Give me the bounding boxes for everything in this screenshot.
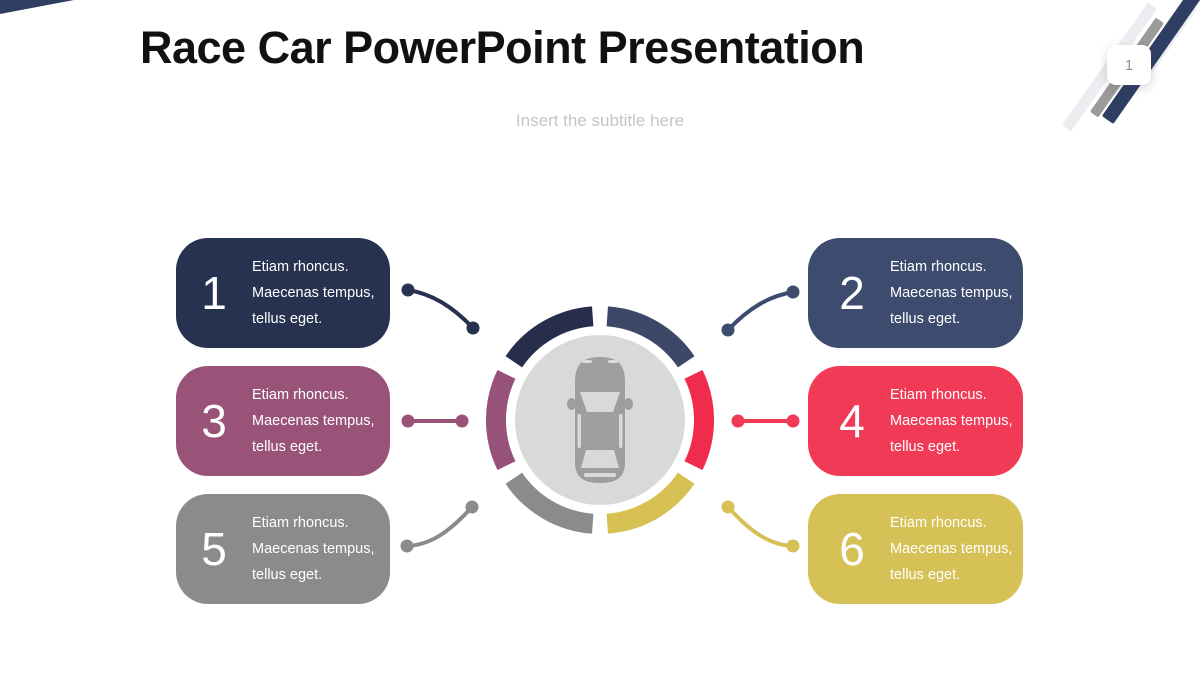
card-text: Etiam rhoncus.Maecenas tempus,tellus ege… xyxy=(252,387,375,455)
ring-segment-bottom-left xyxy=(505,472,594,534)
connector-1 xyxy=(401,283,480,335)
ring-segment-left xyxy=(485,370,516,470)
subtitle-placeholder[interactable]: Insert the subtitle here xyxy=(515,111,685,130)
card-5[interactable]: 5 Etiam rhoncus.Maecenas tempus,tellus e… xyxy=(176,494,390,604)
page-number: 1 xyxy=(1124,56,1134,74)
card-4[interactable]: 4 Etiam rhoncus.Maecenas tempus,tellus e… xyxy=(808,366,1023,476)
ring-segment-bottom-right xyxy=(606,472,695,534)
card-number: 5 xyxy=(201,523,227,575)
car-top-view-icon xyxy=(567,357,633,483)
card-text: Etiam rhoncus.Maecenas tempus,tellus ege… xyxy=(890,515,1013,583)
page-number-badge: 1 xyxy=(1107,45,1151,85)
card-3[interactable]: 3 Etiam rhoncus.Maecenas tempus,tellus e… xyxy=(176,366,390,476)
card-1[interactable]: 1 Etiam rhoncus.Maecenas tempus,tellus e… xyxy=(176,238,390,348)
connector-2 xyxy=(721,285,800,337)
ring-segment-top-left xyxy=(505,306,594,368)
card-text: Etiam rhoncus.Maecenas tempus,tellus ege… xyxy=(890,387,1013,455)
ring-segment-right xyxy=(684,370,715,470)
card-number: 1 xyxy=(201,267,227,319)
ring-segment-top-right xyxy=(606,306,695,368)
center-diagram xyxy=(480,300,720,540)
card-number: 6 xyxy=(839,523,865,575)
card-number: 2 xyxy=(839,267,865,319)
card-number: 3 xyxy=(201,395,227,447)
card-text: Etiam rhoncus.Maecenas tempus,tellus ege… xyxy=(252,259,375,327)
top-left-stripe-decoration xyxy=(0,0,74,14)
card-2[interactable]: 2 Etiam rhoncus.Maecenas tempus,tellus e… xyxy=(808,238,1023,348)
card-6[interactable]: 6 Etiam rhoncus.Maecenas tempus,tellus e… xyxy=(808,494,1023,604)
card-text: Etiam rhoncus.Maecenas tempus,tellus ege… xyxy=(252,515,375,583)
connector-6 xyxy=(721,500,800,553)
card-number: 4 xyxy=(839,395,865,447)
connector-4 xyxy=(731,414,800,428)
slide-title[interactable]: Race Car PowerPoint Presentation xyxy=(140,22,865,73)
card-text: Etiam rhoncus.Maecenas tempus,tellus ege… xyxy=(890,259,1013,327)
connector-5 xyxy=(400,500,479,553)
connector-3 xyxy=(401,414,469,428)
